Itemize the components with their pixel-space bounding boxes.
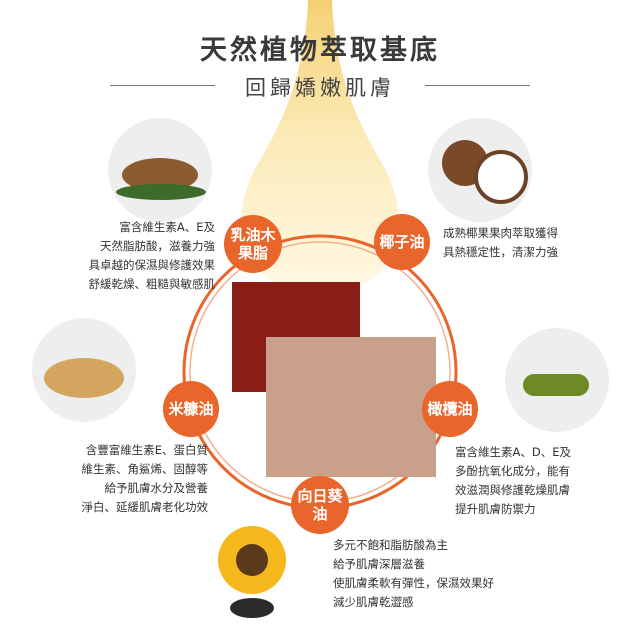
badge-label: 向日葵 油 <box>297 487 343 523</box>
desc-line: 具卓越的保濕與修護效果 <box>88 258 216 272</box>
page-subtitle: 回歸嬌嫩肌膚 <box>245 76 395 100</box>
desc-line: 給予肌膚深層滋養 <box>333 557 425 571</box>
desc-line: 成熟椰果果肉萃取獲得 <box>443 226 558 240</box>
badge-olive-oil: 橄欖油 <box>422 381 478 437</box>
badge-shea-butter: 乳油木 果脂 <box>224 215 282 273</box>
desc-line: 富含維生素A、E及 <box>119 220 215 234</box>
desc-rice-bran-oil: 含豐富維生素E、蛋白質 維生素、角鯊烯、固醇等 給予肌膚水分及營養 淨白、延緩肌… <box>40 441 209 517</box>
page-title: 天然植物萃取基底 <box>200 35 440 66</box>
badge-label: 乳油木 果脂 <box>230 226 276 262</box>
desc-sunflower-oil: 多元不飽和脂肪酸為主 給予肌膚深層滋養 使肌膚柔軟有彈性，保濕效果好 減少肌膚乾… <box>333 536 533 612</box>
coconut-image <box>428 118 532 222</box>
soap-light-bar <box>266 337 436 477</box>
sunflower-image <box>200 520 304 624</box>
badge-label: 椰子油 <box>379 233 425 251</box>
badge-label: 橄欖油 <box>427 400 473 418</box>
desc-line: 含豐富維生素E、蛋白質 <box>85 443 208 457</box>
desc-line: 多元不飽和脂肪酸為主 <box>333 538 448 552</box>
desc-shea-butter: 富含維生素A、E及 天然脂肪酸，滋養力強 具卓越的保濕與修護效果 舒緩乾燥、粗糙… <box>40 218 216 294</box>
divider-right <box>425 85 530 86</box>
desc-line: 維生素、角鯊烯、固醇等 <box>81 462 209 476</box>
desc-line: 具熱穩定性，清潔力強 <box>443 245 558 259</box>
desc-line: 減少肌膚乾澀感 <box>333 595 414 609</box>
desc-line: 效滋潤與修護乾燥肌膚 <box>455 483 570 497</box>
desc-line: 給予肌膚水分及營養 <box>104 481 209 495</box>
desc-line: 舒緩乾燥、粗糙與敏感肌 <box>88 277 216 291</box>
olive-image <box>505 328 609 432</box>
shea-butter-image <box>108 118 212 222</box>
badge-label: 米糠油 <box>168 400 214 418</box>
badge-sunflower-oil: 向日葵 油 <box>291 476 349 534</box>
desc-line: 富含維生素A、D、E及 <box>455 445 571 459</box>
desc-line: 提升肌膚防禦力 <box>455 502 536 516</box>
desc-line: 使肌膚柔軟有彈性，保濕效果好 <box>333 576 494 590</box>
desc-coconut-oil: 成熟椰果果肉萃取獲得 具熱穩定性，清潔力強 <box>443 224 623 262</box>
desc-line: 淨白、延緩肌膚老化功效 <box>81 500 209 514</box>
desc-olive-oil: 富含維生素A、D、E及 多酚抗氧化成分，能有 效滋潤與修護乾燥肌膚 提升肌膚防禦… <box>455 443 625 519</box>
badge-coconut-oil: 椰子油 <box>374 214 430 270</box>
badge-rice-bran-oil: 米糠油 <box>163 381 219 437</box>
desc-line: 多酚抗氧化成分，能有 <box>455 464 570 478</box>
oil-drop <box>241 0 399 285</box>
desc-line: 天然脂肪酸，滋養力強 <box>100 239 215 253</box>
divider-left <box>110 85 215 86</box>
rice-bran-image <box>32 318 136 422</box>
